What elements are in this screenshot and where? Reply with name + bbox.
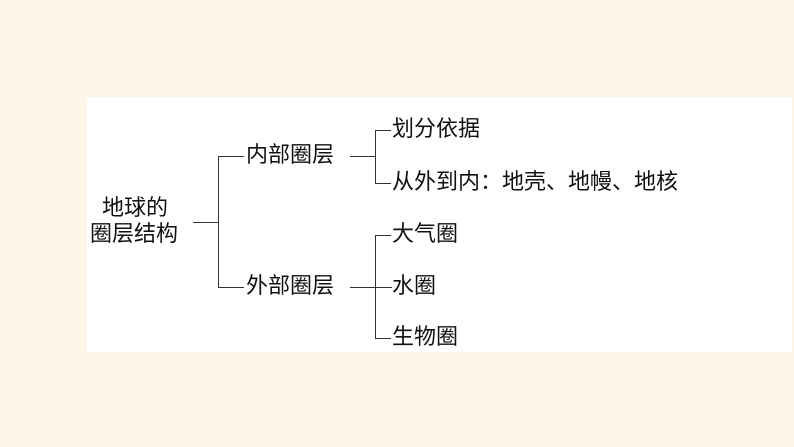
- bracket: [218, 156, 219, 288]
- connector: [218, 287, 244, 288]
- outer-child-3: 生物圈: [392, 325, 459, 350]
- branch-inner-label: 内部圈层: [246, 143, 335, 168]
- connector: [375, 183, 391, 184]
- outer-child-2: 水圈: [392, 274, 437, 299]
- outer-child-1: 大气圈: [392, 222, 459, 247]
- inner-child-1: 划分依据: [392, 117, 481, 142]
- root-label-line2: 圈层结构: [90, 222, 179, 247]
- connector: [218, 156, 244, 157]
- connector: [350, 287, 392, 288]
- inner-child-2: 从外到内：地壳、地幔、地核: [392, 170, 679, 195]
- root-label-line1: 地球的: [102, 196, 169, 221]
- diagram-panel: [87, 97, 792, 352]
- connector: [350, 156, 376, 157]
- connector: [193, 222, 219, 223]
- connector: [375, 235, 391, 236]
- connector: [375, 338, 391, 339]
- bracket: [375, 235, 376, 339]
- bracket: [375, 130, 376, 184]
- connector: [375, 130, 391, 131]
- branch-outer-label: 外部圈层: [246, 274, 335, 299]
